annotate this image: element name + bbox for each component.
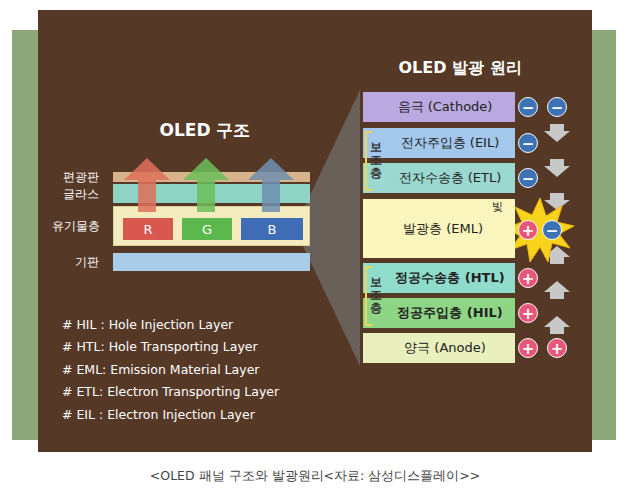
note: # EML: Emission Material Layer <box>62 362 259 377</box>
charge-sign: − <box>518 97 538 117</box>
layer-name: 발광층 (EML) <box>403 220 483 238</box>
layer-label: 글라스 <box>63 185 99 202</box>
note: # HTL: Hole Transporting Layer <box>62 339 258 354</box>
cathode-layer: 음극 (Cathode) <box>363 92 515 122</box>
eil-layer: 전자주입층 (EIL) <box>363 128 515 158</box>
note: # EIL : Electron Injection Layer <box>62 407 255 422</box>
note: # HIL : Hole Injection Layer <box>62 317 233 332</box>
light-label: 빛 <box>492 199 503 214</box>
auxiliary-label: 보조층 <box>370 276 382 316</box>
hil-layer: 정공주입층 (HIL) <box>363 298 515 328</box>
zoom-wedge <box>302 90 360 366</box>
section-title: OLED 구조 <box>160 119 251 142</box>
polarizer-layer: 편광판 <box>113 172 310 182</box>
section-title: OLED 발광 원리 <box>398 58 521 79</box>
charge-sign: + <box>518 303 538 323</box>
layer-name: 양극 (Anode) <box>404 339 486 357</box>
red-subpixel: R <box>123 218 173 240</box>
charge-sign: − <box>518 133 538 153</box>
charge-sign: + <box>518 220 538 240</box>
green-subpixel: G <box>182 218 232 240</box>
blue-subpixel: B <box>241 218 303 240</box>
substrate-layer: 기판 <box>113 253 310 271</box>
layer-name: 정공수송층 (HTL) <box>395 269 504 287</box>
green-strip <box>12 30 42 440</box>
etl-layer: 전자수송층 (ETL) <box>363 163 515 193</box>
layer-name: 정공주입층 (HIL) <box>397 304 502 322</box>
charge-sign: − <box>518 168 538 188</box>
organic-layer: 유기물층RGB <box>113 206 310 246</box>
htl-layer: 정공수송층 (HTL) <box>363 263 515 293</box>
auxiliary-label: 보조층 <box>370 141 382 181</box>
charge-sign: − <box>547 97 567 117</box>
light-burst <box>506 198 574 262</box>
caption: <OLED 패널 구조와 발광원리<자료: 삼성디스플레이>> <box>150 468 480 485</box>
layer-name: R <box>143 222 152 237</box>
layer-name: 음극 (Cathode) <box>398 98 493 116</box>
glass-layer: 글라스 <box>113 184 310 203</box>
layer-label: 유기물층 <box>52 218 100 235</box>
light-arrows <box>124 158 294 212</box>
layer-name: 전자주입층 (EIL) <box>401 134 500 152</box>
anode-layer: 양극 (Anode) <box>363 333 515 363</box>
charge-sign: + <box>547 338 567 358</box>
layer-name: 전자수송층 (ETL) <box>399 169 502 187</box>
layer-label: 기판 <box>75 254 99 271</box>
bracket <box>366 132 372 325</box>
layer-name: B <box>268 222 277 237</box>
layer-label: 편광판 <box>63 169 99 186</box>
charge-sign: − <box>542 220 562 240</box>
layer-name: G <box>202 222 212 237</box>
brown-panel <box>38 10 592 452</box>
charge-sign: + <box>518 338 538 358</box>
green-strip <box>588 30 616 440</box>
note: # ETL: Electron Transporting Layer <box>62 384 279 399</box>
charge-sign: + <box>518 268 538 288</box>
